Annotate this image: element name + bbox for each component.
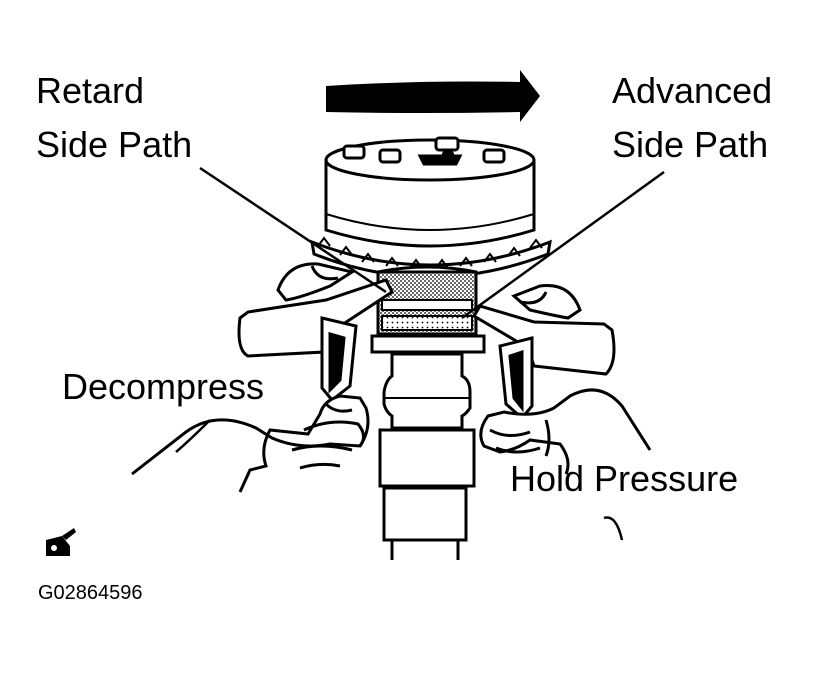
bearing-flange	[370, 334, 486, 354]
decompress-leader	[175, 419, 211, 453]
left-hand	[131, 394, 370, 493]
retard-side-path-label: Retard Side Path	[36, 64, 192, 172]
advanced-label-line2: Side Path	[612, 124, 769, 165]
hold-pressure-leader	[603, 516, 624, 541]
pulley-housing	[324, 136, 536, 248]
advanced-side-path-label: Advanced Side Path	[612, 64, 772, 172]
leader-lines	[175, 166, 665, 541]
camshaft-body	[378, 352, 476, 560]
left-air-gun	[237, 262, 394, 403]
retard-label-line2: Side Path	[36, 124, 193, 165]
figure-code: G02864596	[38, 582, 143, 604]
advanced-label-line1: Advanced	[612, 70, 773, 111]
oil-can-icon	[46, 528, 76, 556]
hold-pressure-label-text: Hold Pressure	[510, 458, 739, 499]
decompress-label-text: Decompress	[62, 366, 265, 407]
rotation-arrow-icon	[326, 70, 540, 122]
decompress-label: Decompress	[62, 360, 264, 414]
retard-label-line1: Retard	[36, 70, 145, 111]
retard-leader	[199, 166, 387, 294]
camshaft-journal	[376, 265, 478, 336]
advanced-leader	[461, 170, 665, 320]
right-hand	[479, 388, 652, 475]
hold-pressure-label: Hold Pressure	[510, 452, 738, 506]
right-air-gun	[471, 284, 616, 421]
